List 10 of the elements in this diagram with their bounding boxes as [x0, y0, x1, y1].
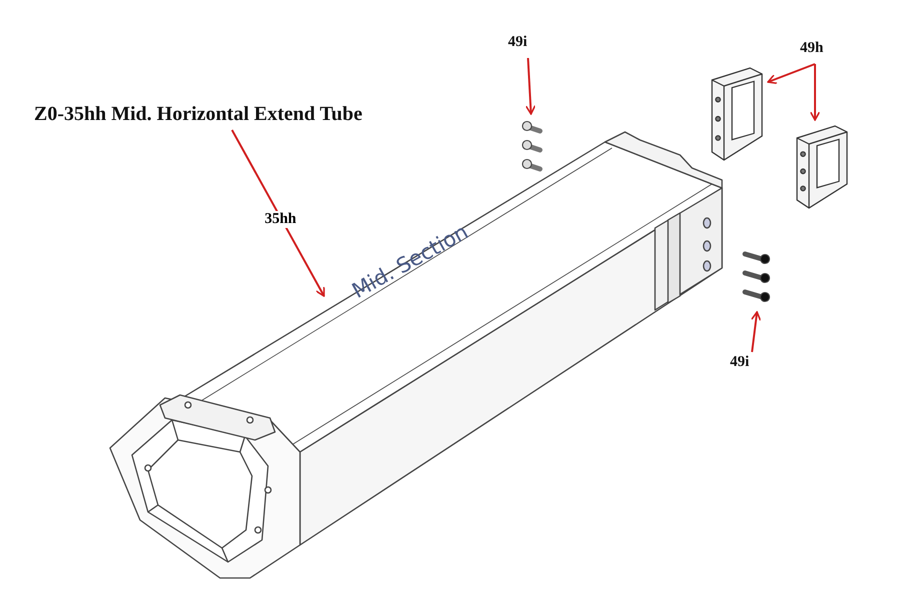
- callout-number: 49h: [800, 40, 824, 57]
- callout-number: 49i: [730, 354, 750, 371]
- callout-number: 49i: [508, 34, 528, 51]
- leader-arrow: [525, 58, 536, 115]
- edge-label: 35hh: [262, 211, 298, 228]
- leader-arrow: [810, 64, 820, 121]
- leader-arrow: [767, 63, 816, 84]
- leader-arrow: [750, 311, 762, 352]
- leader-arrow: [231, 130, 325, 297]
- part-title: Z0-35hh Mid. Horizontal Extend Tube: [34, 103, 362, 126]
